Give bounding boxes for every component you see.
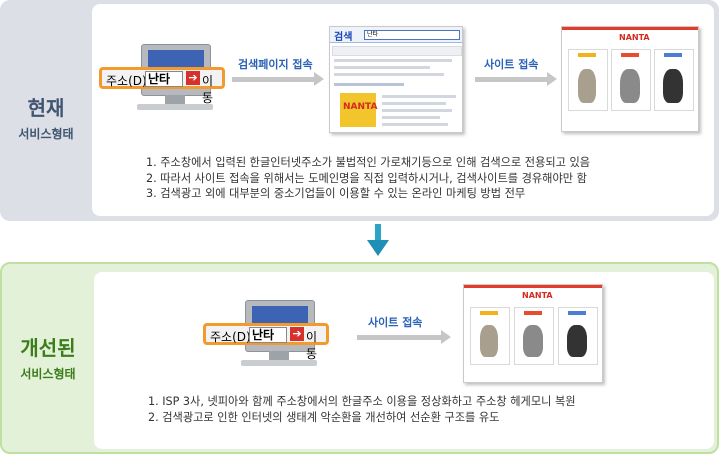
improved-subtitle: 서비스형태 [20,367,76,381]
improved-title-block: 개선된 서비스형태 [2,332,94,382]
address-label: 주소(D) [210,330,251,344]
search-logo: 검색 [334,32,353,43]
step-search-label: 검색페이지 접속 [238,58,313,71]
address-label: 주소(D) [106,74,147,88]
address-bar: 주소(D) 난타 ➔ 이동 [99,67,225,105]
current-note-2: 2. 따라서 사이트 접속을 위해서는 도메인명을 직접 입력하시거나, 검색사… [146,171,587,185]
right-arrow-icon [232,72,324,86]
go-arrow-icon: ➔ [290,327,304,341]
go-arrow-icon: ➔ [186,71,200,85]
address-value: 난타 [249,327,287,343]
step-site-label: 사이트 접속 [484,58,539,71]
current-subtitle: 서비스형태 [18,127,74,141]
right-arrow-icon [357,330,451,344]
search-query: 난타 [364,30,460,40]
improved-title: 개선된 [20,336,76,360]
site-screenshot: NANTA [463,284,603,383]
site-screenshot: NANTA [561,26,699,132]
current-service-panel: 현재 서비스형태 주소(D) 난타 ➔ 이동 검색페이지 접속 검색 난타 NA… [0,0,719,221]
address-bar: 주소(D) 난타 ➔ 이동 [203,323,329,361]
step-site-label: 사이트 접속 [368,316,423,329]
current-title-block: 현재 서비스형태 [0,92,92,142]
current-note-1: 1. 주소창에서 입력된 한글인터넷주소가 불법적인 가로채기등으로 인해 검색… [146,156,591,169]
site-logo: NANTA [522,291,553,300]
improved-note-2: 2. 검색광고로 인한 인터넷의 생태계 악순환을 개선하여 선순환 구조를 유… [148,410,500,424]
poster-text: NANTA [343,102,378,112]
site-logo: NANTA [619,33,650,42]
poster-image: NANTA [340,93,378,127]
address-value: 난타 [145,71,183,87]
improved-service-panel: 개선된 서비스형태 주소(D) 난타 ➔ 이동 사이트 접속 NANTA 1. … [0,262,719,454]
improved-notes: 1. ISP 3사, 넷피아와 함께 주소창에서의 한글주소 이용을 정상화하고… [148,394,576,425]
down-arrow-icon [367,224,389,256]
current-title: 현재 [27,96,65,120]
current-notes: 1. 주소창에서 입력된 한글인터넷주소가 불법적인 가로채기등으로 인해 검색… [146,155,590,202]
current-note-3: 3. 검색광고 외에 대부분의 중소기업들이 이용할 수 있는 온라인 마케팅 … [146,187,526,200]
go-label: 이동 [306,330,318,361]
improved-note-1: 1. ISP 3사, 넷피아와 함께 주소창에서의 한글주소 이용을 정상화하고… [148,395,576,408]
search-page-screenshot: 검색 난타 NANTA [329,26,463,133]
go-label: 이동 [202,74,214,105]
improved-content-box [94,272,714,449]
right-arrow-icon [475,72,557,86]
